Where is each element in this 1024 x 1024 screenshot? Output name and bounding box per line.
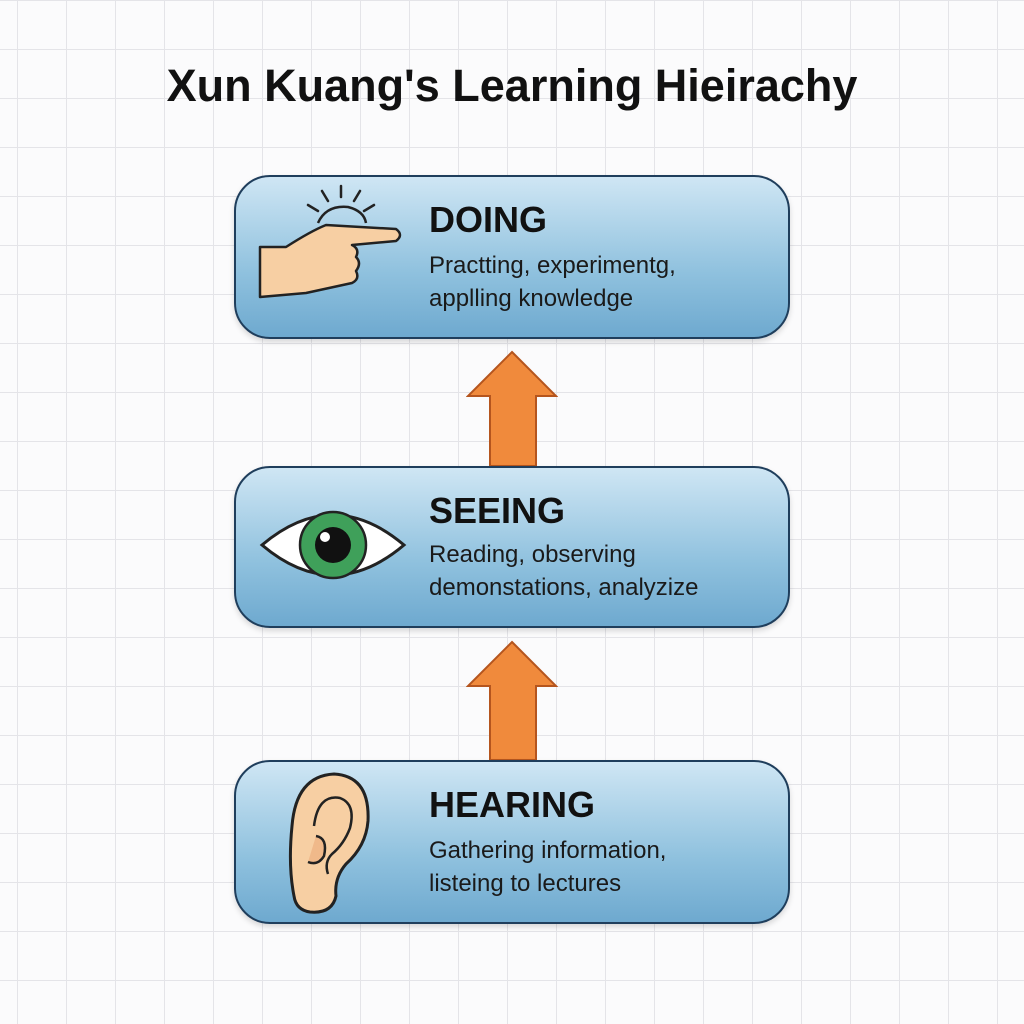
level-doing: DOING Practting, experimentg, applling k… [234, 175, 790, 339]
level-description-line: Practting, experimentg, [429, 252, 676, 279]
level-heading: HEARING [429, 784, 596, 825]
level-description-line: listeing to lectures [429, 870, 622, 897]
pointing-hand-icon [258, 184, 402, 299]
level-heading: DOING [429, 199, 548, 240]
level-description-line: Gathering information, [429, 837, 667, 864]
ear-icon [288, 772, 370, 914]
level-seeing: SEEING Reading, observing demonstations,… [234, 466, 790, 628]
up-arrow-icon [466, 640, 558, 760]
page-title: Xun Kuang's Learning Hieirachy [166, 60, 858, 111]
level-description-line: applling knowledge [429, 285, 634, 312]
eye-icon [259, 510, 407, 580]
level-heading: SEEING [429, 490, 566, 531]
level-description-line: Reading, observing [429, 541, 636, 568]
up-arrow-icon [466, 350, 558, 466]
level-description-line: demonstations, analyzize [429, 574, 699, 601]
level-hearing: HEARING Gathering information, listeing … [234, 760, 790, 924]
